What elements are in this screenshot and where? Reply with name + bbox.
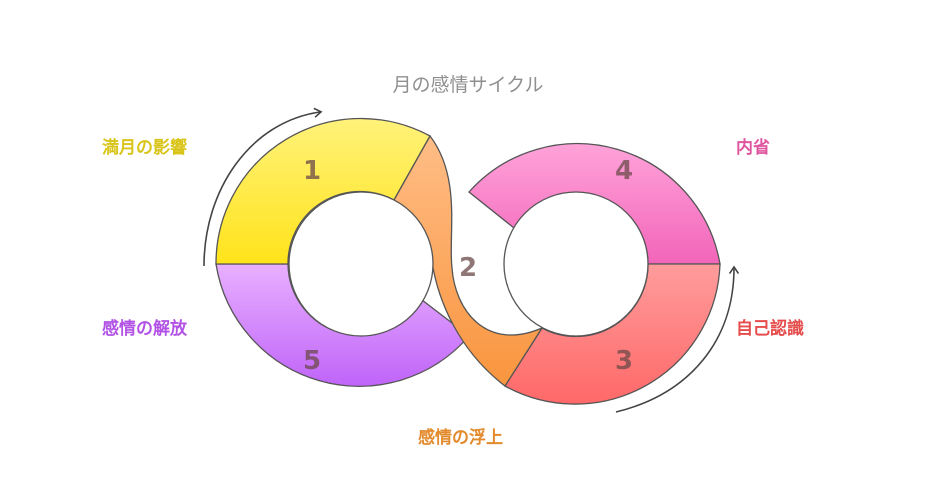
segment-number-3: 3 <box>615 346 633 376</box>
cycle-arrow-bottom-right <box>615 265 740 413</box>
right-ring-hole <box>503 191 649 337</box>
label-step-2: 感情の浮上 <box>418 428 503 448</box>
segment-number-2: 2 <box>459 253 477 283</box>
diagram-title: 月の感情サイクル <box>392 74 544 96</box>
left-ring-hole <box>288 191 434 337</box>
label-step-5: 感情の解放 <box>102 319 187 339</box>
segment-1 <box>215 117 431 265</box>
cycle-arrow-top-left <box>203 107 323 267</box>
label-step-3: 自己認識 <box>736 319 804 339</box>
label-step-1: 満月の影響 <box>102 138 187 158</box>
segment-number-5: 5 <box>303 346 321 376</box>
label-step-4: 内省 <box>736 138 770 158</box>
segment-number-1: 1 <box>303 156 321 186</box>
segment-number-4: 4 <box>615 156 633 186</box>
